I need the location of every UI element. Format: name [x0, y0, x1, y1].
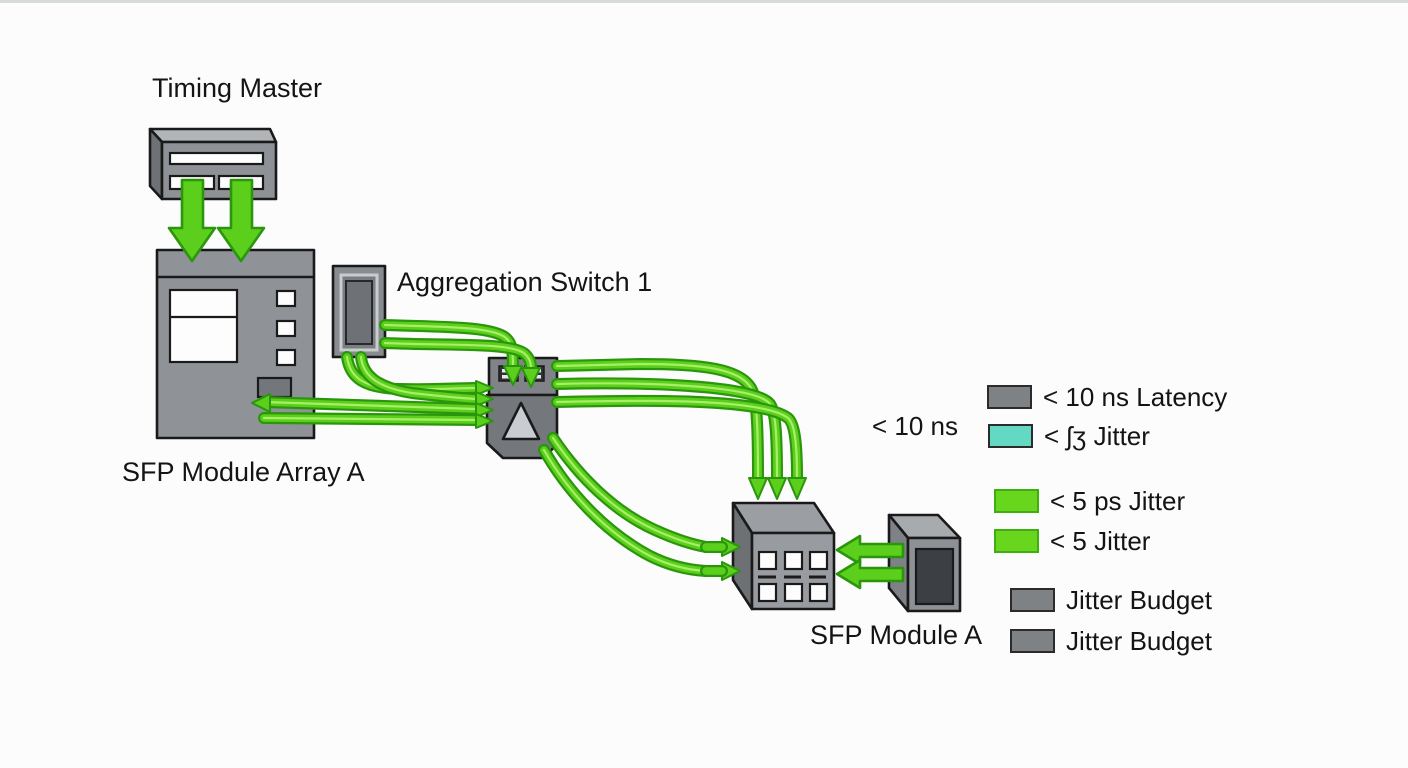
cables-switch-to-cube-left — [538, 432, 741, 581]
legend-row-jitter-teal: < ʃʒ Jitter — [988, 422, 1150, 450]
sfp-array-port — [275, 348, 297, 367]
timing-master-device — [148, 127, 278, 201]
legend-swatch-teal — [988, 424, 1033, 448]
legend-swatch-gray — [987, 385, 1032, 409]
sfp-module-a-face — [914, 547, 955, 606]
array-port-return-arrow — [251, 393, 271, 413]
legend-swatch-gray — [1010, 588, 1055, 612]
sfp-module-array-device — [155, 248, 316, 440]
legend-label: < 5 Jitter — [1050, 526, 1151, 556]
cables-array-to-switch — [251, 393, 494, 429]
legend-row-jitter-5: < 5 Jitter — [994, 527, 1150, 555]
sfp-module-a-arrows — [835, 534, 905, 590]
sfp-array-port — [275, 319, 297, 338]
aggregation-switch-module — [331, 264, 387, 359]
legend-label: Jitter Budget — [1066, 585, 1212, 615]
legend-row-jitter-5ps: < 5 ps Jitter — [994, 487, 1185, 515]
cables-module-to-switch-left — [341, 351, 494, 407]
sfp-module-a-device — [887, 513, 962, 613]
timing-master-label: Timing Master — [152, 73, 323, 103]
legend-label: < 5 ps Jitter — [1050, 486, 1186, 516]
legend-row-jitter-budget-2: Jitter Budget — [1010, 627, 1212, 655]
legend-swatch-gray — [1010, 629, 1055, 653]
legend-label: < 10 ns Latency — [1043, 382, 1228, 412]
aggregation-switch-label: Aggregation Switch 1 — [397, 267, 653, 297]
timing-master-sync-arrows — [167, 178, 266, 263]
core-switch-device — [485, 356, 559, 460]
cube-ports — [757, 550, 829, 603]
top-edge-line — [0, 0, 1408, 3]
cables-switch-to-cube-top — [551, 357, 807, 500]
legend-label: Jitter Budget — [1066, 626, 1212, 656]
legend-swatch-green — [994, 489, 1039, 513]
legend-row-jitter-budget-1: Jitter Budget — [1010, 586, 1212, 614]
timing-master-slot — [168, 151, 265, 166]
latency-annotation: < 10 ns — [872, 411, 959, 441]
sfp-array-port — [275, 289, 297, 308]
legend-row-latency: < 10 ns Latency — [987, 383, 1227, 411]
legend-label: < ʃʒ Jitter — [1044, 421, 1150, 451]
sfp-module-a-label: SFP Module A — [810, 620, 983, 650]
sfp-array-uplink-port — [256, 376, 293, 399]
cables-module-to-switch-top — [379, 319, 541, 388]
core-switch-triangle-icon — [501, 401, 541, 441]
sfp-array-display — [168, 288, 239, 364]
sfp-module-array-label: SFP Module Array A — [122, 457, 365, 487]
legend-swatch-green — [994, 529, 1039, 553]
edge-switch-cube-device — [731, 501, 836, 611]
